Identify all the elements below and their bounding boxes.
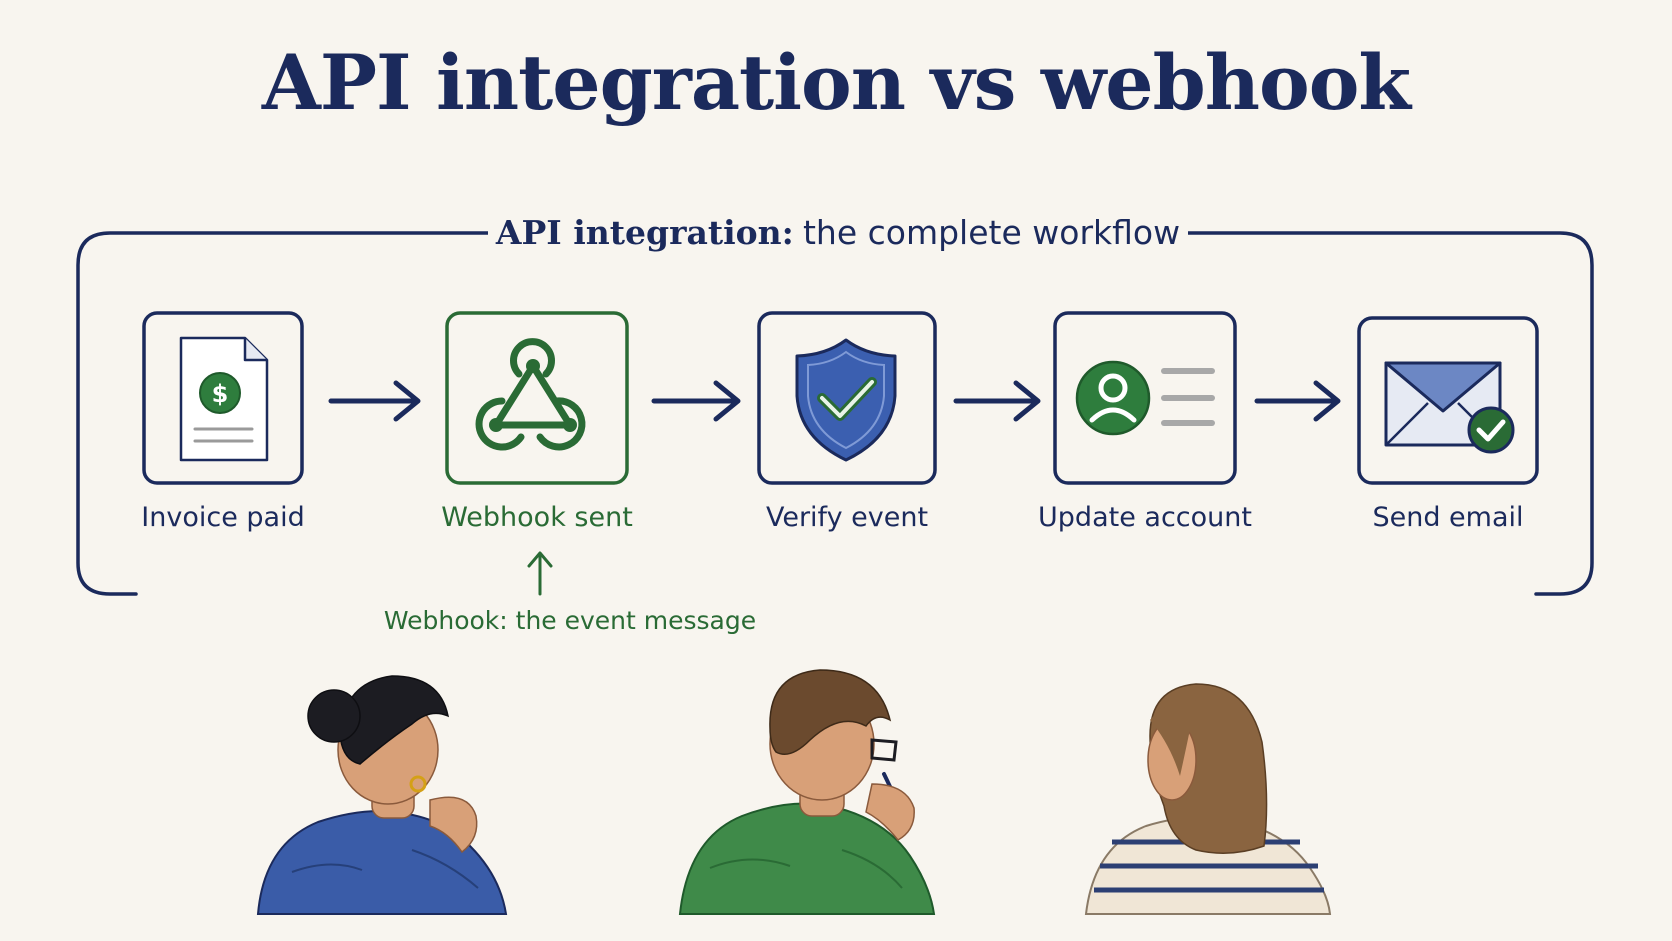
step-box-verify [757,311,937,485]
webhook-annotation: Webhook: the event message [383,606,757,635]
step-label-update-account: Update account [1038,502,1252,533]
frame-title-strong: API integration: [495,213,794,252]
workflow-frame-title: API integration: the complete workflow [488,213,1188,252]
person-illustration-right [1084,683,1332,915]
step-label-send-email: Send email [1372,502,1524,533]
arrow-icon [651,380,741,422]
up-arrow-icon [527,551,553,596]
invoice-icon: $ [179,336,269,462]
webhook-icon [475,338,586,451]
step-label-invoice-paid: Invoice paid [141,502,305,533]
svg-text:$: $ [212,380,229,408]
workflow-frame [76,231,492,596]
email-check-icon [1384,361,1515,454]
webhook-nodes [489,359,577,432]
step-box-update [1053,311,1237,485]
arrow-icon [328,380,421,422]
person-illustration-left [256,675,508,915]
step-box-webhook [445,311,629,485]
frame-title-rest: the complete workflow [802,213,1181,252]
step-box-email [1357,316,1539,485]
arrow-icon [953,380,1041,422]
person-illustration-middle [678,669,936,915]
step-label-verify-event: Verify event [765,502,929,533]
page-title: API integration vs webhook [261,38,1411,127]
step-box-invoice [142,311,304,485]
user-profile-icon [1075,360,1215,436]
workflow-frame-right [1184,231,1594,596]
arrow-icon [1254,380,1341,422]
shield-check-icon [795,338,897,462]
step-label-webhook-sent: Webhook sent [441,502,633,533]
